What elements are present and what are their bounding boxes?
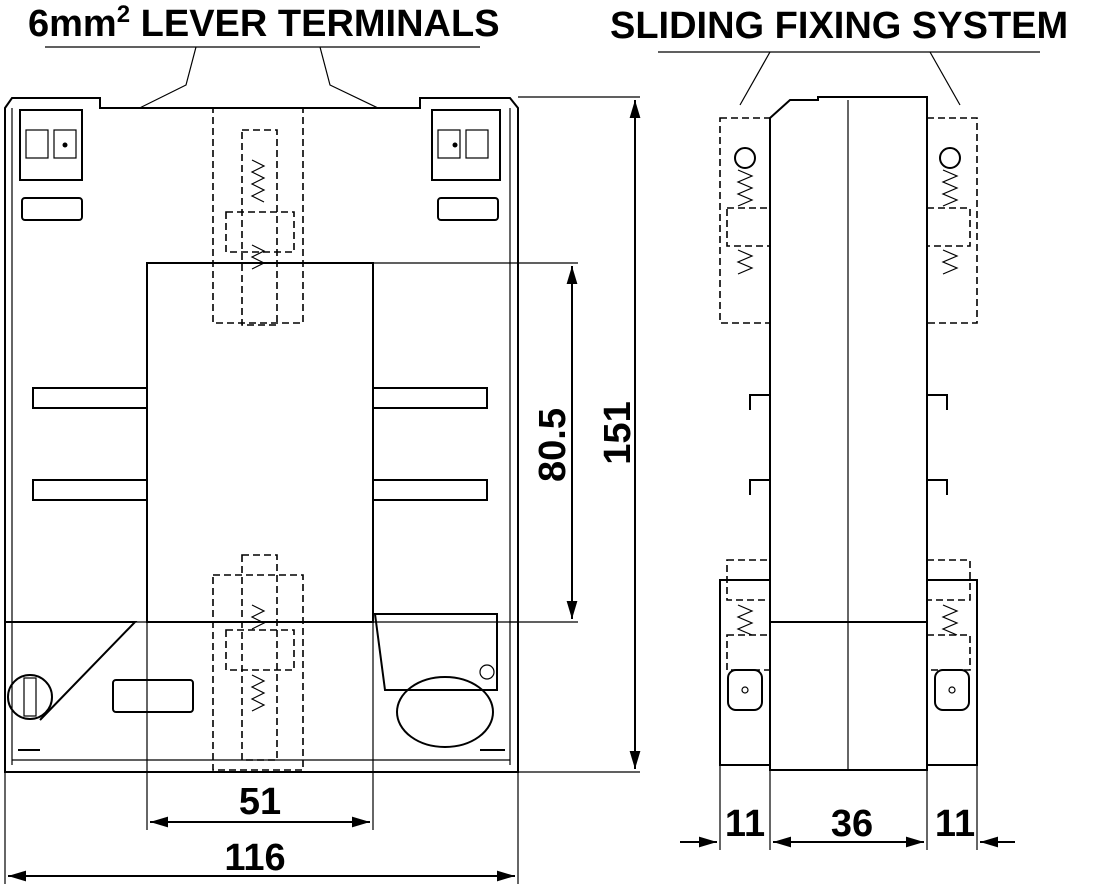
dimension-116: 116 bbox=[224, 837, 285, 879]
front-view bbox=[4, 97, 519, 773]
title-sliding-fixing-system: SLIDING FIXING SYSTEM bbox=[610, 5, 1068, 47]
dimensions-front: 151 80.5 51 116 bbox=[4, 96, 641, 884]
cable-hole bbox=[396, 676, 494, 748]
leader-line bbox=[929, 51, 961, 106]
dimension-11-left: 11 bbox=[725, 803, 765, 845]
dimensions-side: 11 36 11 bbox=[680, 765, 1015, 850]
side-view bbox=[719, 96, 978, 771]
window-opening bbox=[146, 262, 374, 623]
dimension-151: 151 bbox=[597, 401, 639, 464]
dimension-80-5: 80.5 bbox=[532, 408, 574, 482]
title-lever-terminals: 6mm2 LEVER TERMINALS bbox=[28, 1, 500, 45]
dimension-11-right: 11 bbox=[935, 803, 975, 845]
lever-terminal-left bbox=[19, 109, 83, 181]
rotary-lock bbox=[7, 674, 53, 720]
leader-line bbox=[739, 51, 771, 106]
lever-terminal-right bbox=[431, 109, 501, 181]
dimension-36: 36 bbox=[831, 803, 873, 845]
dimension-51: 51 bbox=[239, 781, 281, 823]
